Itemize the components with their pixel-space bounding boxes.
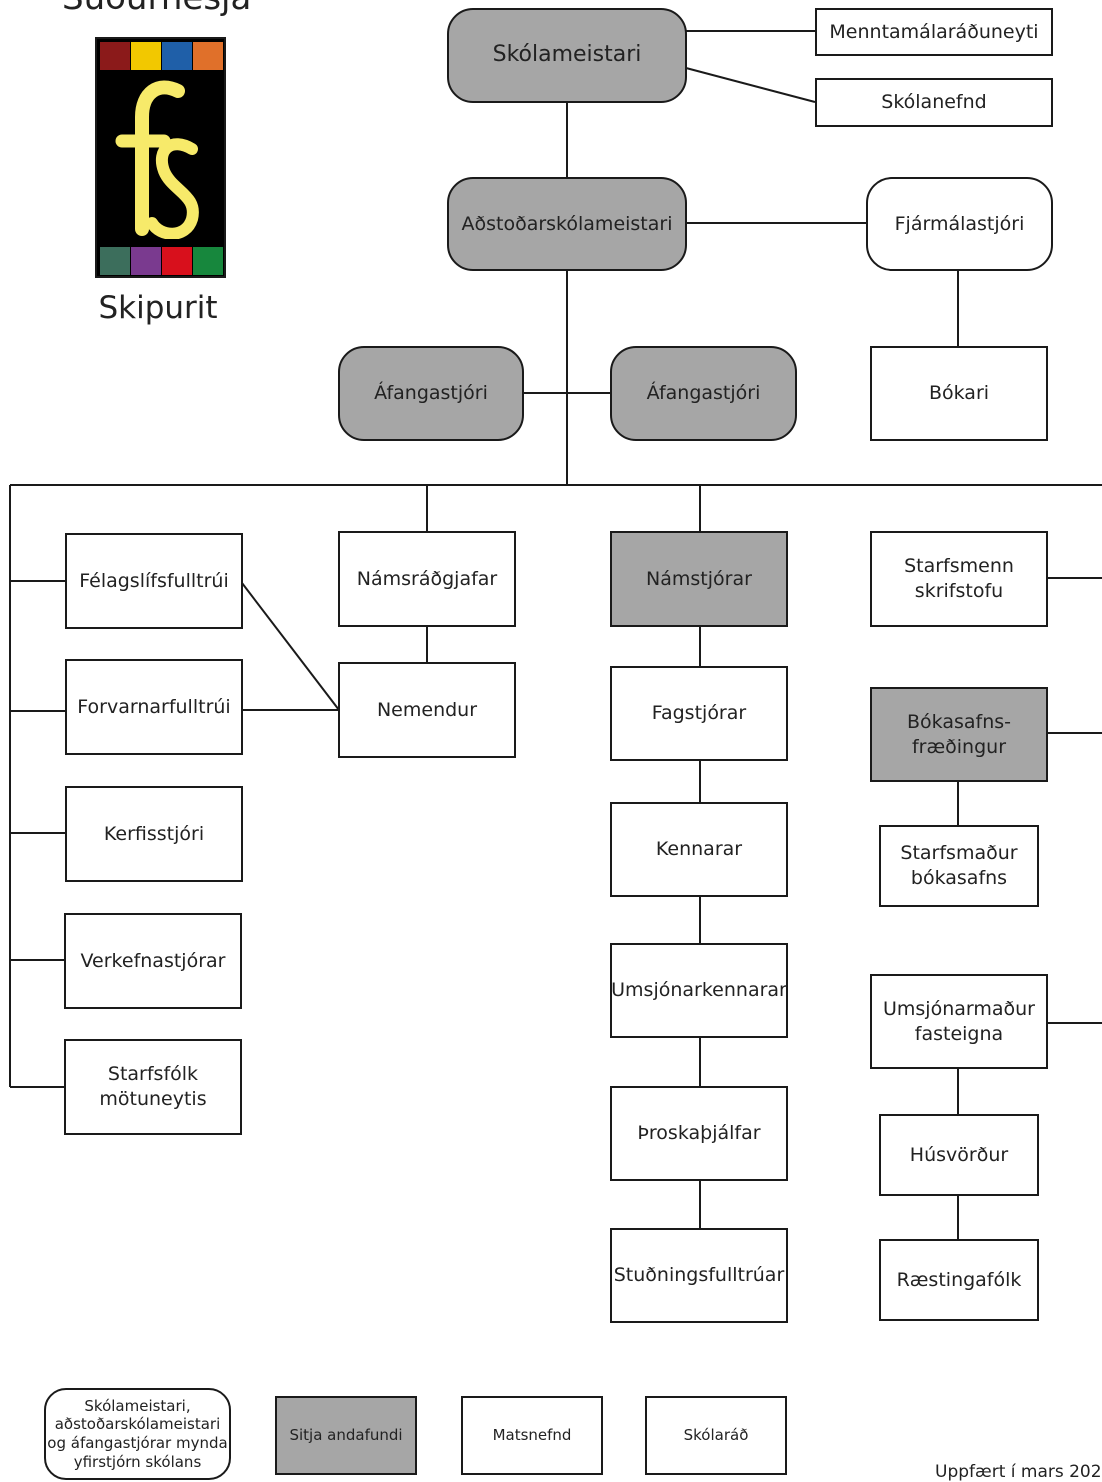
node-label: Stuðningsfulltrúar bbox=[613, 1264, 785, 1287]
node-label: Húsvörður bbox=[909, 1143, 1009, 1166]
logo-square bbox=[131, 247, 161, 275]
node-forvarnarfulltrui: Forvarnarfulltrúi bbox=[65, 659, 243, 755]
logo-square bbox=[162, 42, 192, 70]
node-husvordur: Húsvörður bbox=[879, 1114, 1039, 1196]
legend-label: Sitja andafundi bbox=[289, 1426, 403, 1445]
fs-monogram-icon bbox=[115, 80, 199, 239]
node-label: Menntamálaráðuneyti bbox=[829, 20, 1039, 43]
node-namstjorar: Námstjórar bbox=[610, 531, 788, 627]
legend-matsnefnd: Matsnefnd bbox=[461, 1396, 603, 1475]
node-label: Ræstingafólk bbox=[896, 1268, 1022, 1291]
node-namsradgjafar: Námsráðgjafar bbox=[338, 531, 516, 627]
legend-yfirstjorn: Skólameistari, aðstoðarskólameistari og … bbox=[44, 1388, 231, 1480]
node-label: Námsráðgjafar bbox=[356, 567, 498, 590]
node-kerfisstjori: Kerfisstjóri bbox=[65, 786, 243, 882]
connector-line bbox=[241, 582, 340, 711]
node-starfsmenn-skrifstofu: Starfsmenn skrifstofu bbox=[870, 531, 1048, 627]
node-label: Skólanefnd bbox=[881, 91, 987, 114]
chart-subtitle: Skipurit bbox=[98, 290, 218, 326]
node-starfsmadur-bokasafns: Starfsmaður bókasafns bbox=[879, 825, 1039, 907]
node-bokasafnsfraedingur: Bókasafns- fræðingur bbox=[870, 687, 1048, 782]
node-label: Aðstoðarskólameistari bbox=[461, 212, 673, 235]
logo-square bbox=[162, 247, 192, 275]
node-umsjonarmadur-fasteigna: Umsjónarmaður fasteigna bbox=[870, 974, 1048, 1069]
node-label: Áfangastjóri bbox=[374, 382, 488, 405]
node-fagstjorar: Fagstjórar bbox=[610, 666, 788, 761]
node-nemendur: Nemendur bbox=[338, 662, 516, 758]
node-afangastjori-2: Áfangastjóri bbox=[610, 346, 797, 441]
node-verkefnastjorar: Verkefnastjórar bbox=[64, 913, 242, 1009]
node-menntamalaraduneyti: Menntamálaráðuneyti bbox=[815, 8, 1053, 56]
node-label: Umsjónarkennarar bbox=[611, 979, 787, 1002]
node-felagslifsfulltrui: Félagslífsfulltrúi bbox=[65, 533, 243, 629]
logo-square bbox=[100, 247, 130, 275]
logo-square bbox=[193, 247, 223, 275]
school-logo bbox=[95, 37, 226, 278]
legend-label: Skólameistari, aðstoðarskólameistari og … bbox=[47, 1396, 228, 1471]
legend-label: Skólaráð bbox=[683, 1426, 749, 1445]
node-label: Félagslífsfulltrúi bbox=[79, 569, 229, 592]
connector-line bbox=[685, 67, 816, 103]
node-adstodarskolameistari: Aðstoðarskólameistari bbox=[447, 177, 687, 271]
node-skolanefnd: Skólanefnd bbox=[815, 78, 1053, 127]
node-label: Fjármálastjóri bbox=[894, 212, 1025, 235]
node-label: Bókasafns- fræðingur bbox=[907, 710, 1011, 758]
logo-square bbox=[193, 42, 223, 70]
legend-skolarad: Skólaráð bbox=[645, 1396, 787, 1475]
node-label: Forvarnarfulltrúi bbox=[77, 695, 231, 718]
logo-square bbox=[100, 42, 130, 70]
node-label: Starfsmenn skrifstofu bbox=[904, 555, 1014, 602]
node-label: Starfsmaður bókasafns bbox=[900, 842, 1018, 889]
node-skolameistari: Skólameistari bbox=[447, 8, 687, 103]
node-kennarar: Kennarar bbox=[610, 802, 788, 897]
node-label: Skólameistari bbox=[492, 42, 642, 68]
legend-label: Matsnefnd bbox=[492, 1426, 572, 1445]
node-label: Starfsfólk mötuneytis bbox=[99, 1063, 207, 1110]
node-label: Kerfisstjóri bbox=[103, 822, 205, 845]
node-studningsfulltruar: Stuðningsfulltrúar bbox=[610, 1228, 788, 1323]
node-label: Námstjórar bbox=[646, 567, 752, 590]
node-fjarmalastjori: Fjármálastjóri bbox=[866, 177, 1053, 271]
node-label: Nemendur bbox=[376, 698, 478, 721]
node-raestingafolk: Ræstingafólk bbox=[879, 1239, 1039, 1321]
node-throskathjalfar: Þroskaþjálfar bbox=[610, 1086, 788, 1181]
node-starfsfolk-motuneytis: Starfsfólk mötuneytis bbox=[64, 1039, 242, 1135]
logo-square bbox=[131, 42, 161, 70]
node-umsjonarkennarar: Umsjónarkennarar bbox=[610, 943, 788, 1038]
node-bokari: Bókari bbox=[870, 346, 1048, 441]
node-label: Verkefnastjórar bbox=[80, 949, 226, 972]
node-label: Áfangastjóri bbox=[646, 382, 761, 405]
node-label: Bókari bbox=[928, 382, 990, 405]
node-label: Fagstjórar bbox=[651, 702, 747, 725]
node-afangastjori-1: Áfangastjóri bbox=[338, 346, 524, 441]
legend-sitja-andafundi: Sitja andafundi bbox=[275, 1396, 417, 1475]
node-label: Kennarar bbox=[655, 838, 743, 861]
updated-note: Uppfært í mars 202 bbox=[935, 1462, 1102, 1482]
node-label: Þroskaþjálfar bbox=[637, 1122, 761, 1145]
node-label: Umsjónarmaður fasteigna bbox=[882, 997, 1035, 1045]
school-name-title: Suðurnesja bbox=[62, 0, 251, 18]
